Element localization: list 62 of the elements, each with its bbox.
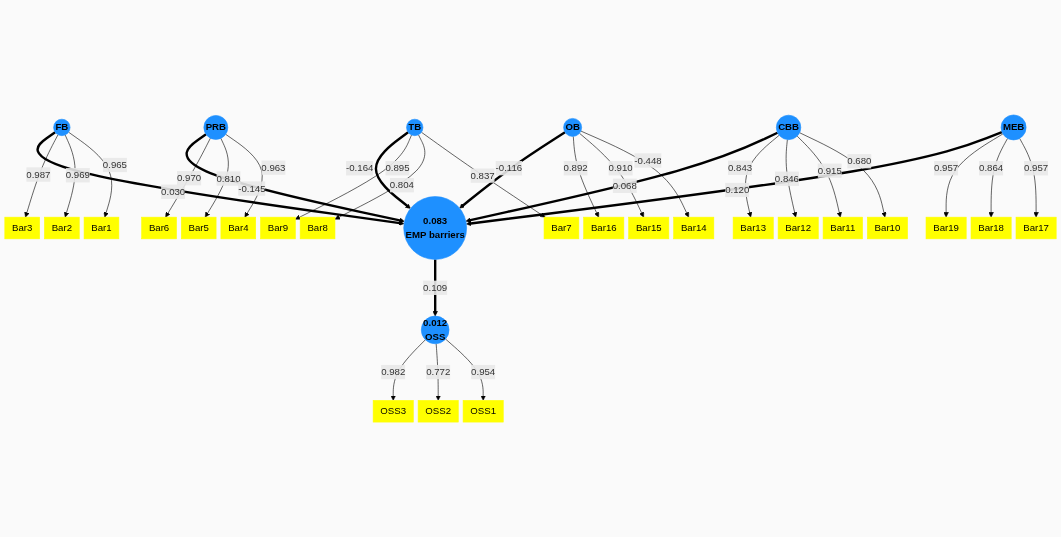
edge-label: 0.864 — [979, 162, 1004, 174]
edge-label: 0.109 — [423, 282, 448, 293]
node-circle: OB — [563, 118, 582, 137]
edge-label: 0.954 — [471, 366, 496, 377]
edge-label: 0.680 — [847, 155, 872, 167]
node-box: Bar1 — [83, 216, 120, 240]
edge-label: 0.804 — [389, 179, 414, 191]
node-circle: 0.012 OSS — [421, 315, 450, 345]
edge-label: 0.772 — [426, 366, 451, 377]
node-box: Bar10 — [867, 216, 908, 240]
node-box: Bar17 — [1015, 216, 1057, 240]
edge-label: 0.120 — [725, 184, 750, 195]
node-circle: 0.083 EMP barriers — [403, 196, 467, 260]
edge-label: 0.915 — [817, 165, 842, 176]
node-box: Bar12 — [777, 216, 819, 240]
edge-label: -0.145 — [238, 183, 266, 194]
node-circle: TB — [406, 118, 424, 136]
edge-label: -0.448 — [634, 155, 662, 166]
node-box: Bar13 — [732, 216, 774, 240]
edge-label: 0.969 — [65, 169, 90, 181]
edge-label: 0.957 — [1024, 162, 1049, 174]
edge-label: 0.963 — [261, 162, 286, 173]
edge-label: 0.957 — [934, 162, 959, 174]
edge-label: 0.965 — [102, 159, 127, 170]
node-box: Bar3 — [4, 216, 40, 240]
node-box: Bar16 — [583, 216, 625, 240]
node-circle: FB — [53, 118, 71, 136]
edge-label: 0.837 — [470, 170, 495, 181]
edge-label: 0.910 — [608, 162, 633, 174]
edge-label: 0.068 — [612, 180, 637, 191]
node-box: Bar5 — [181, 216, 217, 240]
edge-label: 0.810 — [216, 173, 241, 184]
node-box: Bar7 — [543, 216, 580, 240]
edge-label: 0.982 — [381, 366, 406, 377]
arrow — [466, 130, 1003, 227]
node-circle: MEB — [1000, 114, 1027, 141]
edge-label: 0.846 — [774, 173, 799, 184]
node-box: Bar4 — [220, 216, 256, 240]
node-box: Bar9 — [260, 216, 296, 240]
node-box: Bar15 — [628, 216, 670, 240]
edge-label: 0.895 — [385, 162, 410, 174]
node-box: Bar14 — [673, 216, 715, 240]
edge-label: 0.892 — [563, 162, 588, 174]
arrow — [459, 131, 566, 209]
node-box: Bar8 — [299, 216, 336, 240]
node-box: OSS3 — [372, 400, 414, 423]
node-circle: CBB — [776, 114, 802, 140]
node-box: Bar6 — [141, 216, 177, 240]
node-box: Bar18 — [970, 216, 1012, 240]
node-circle: PRB — [203, 115, 229, 140]
edge-label: 0.843 — [728, 162, 753, 173]
arrow — [374, 131, 411, 209]
node-box: Bar11 — [822, 216, 863, 240]
node-box: Bar19 — [925, 216, 967, 240]
edge-label: -0.164 — [346, 162, 374, 174]
edge-label: -0.116 — [495, 162, 523, 174]
node-box: OSS2 — [417, 400, 459, 423]
node-box: Bar2 — [44, 216, 80, 240]
edge-label: 0.970 — [177, 172, 202, 184]
edge-label: 0.987 — [26, 169, 51, 180]
node-box: OSS1 — [462, 400, 504, 423]
edge-label: 0.030 — [161, 186, 186, 197]
